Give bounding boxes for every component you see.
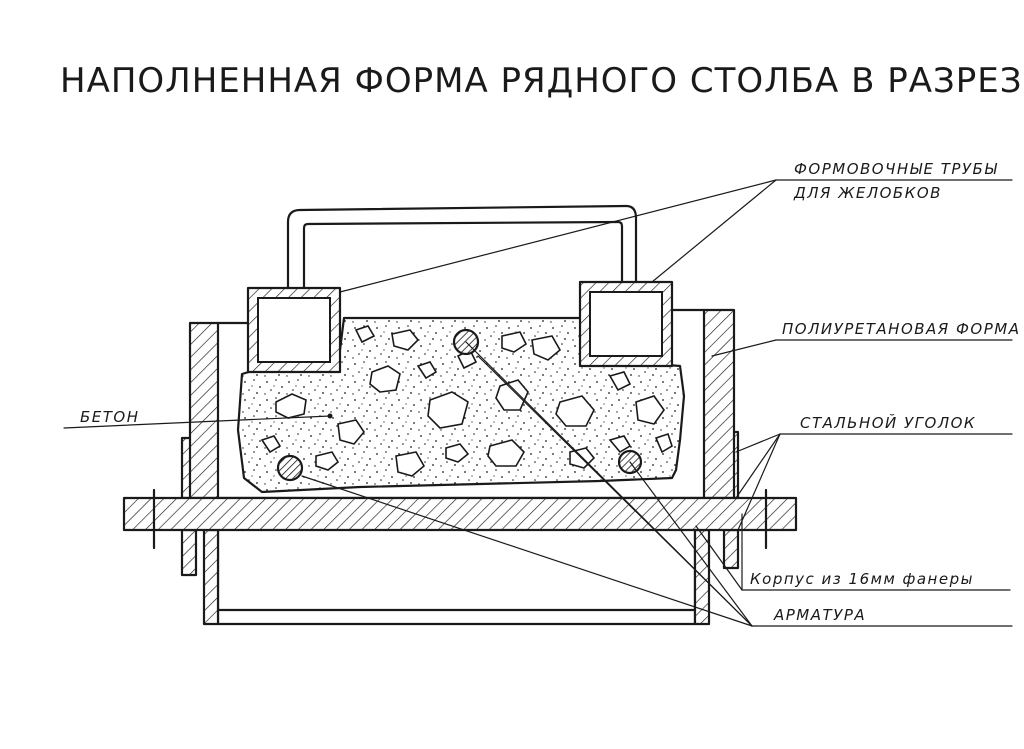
label-concrete: БЕТОН: [80, 408, 140, 426]
diagram-title: НАПОЛНЕННАЯ ФОРМА РЯДНОГО СТОЛБА В РАЗРЕ…: [60, 61, 1024, 101]
leader-lines: [63, 179, 1013, 627]
forming-pipe-left: [246, 286, 342, 374]
forming-pipe-loop: [286, 204, 638, 290]
label-plywood-body: Корпус из 16мм фанеры: [750, 570, 974, 588]
label-forming-pipes-line2: ДЛЯ ЖЕЛОБКОВ: [793, 184, 942, 202]
label-forming-pipes-line1: ФОРМОВОЧНЫЕ ТРУБЫ: [794, 160, 998, 178]
rebar-left: [276, 454, 304, 482]
plywood-body: [202, 528, 711, 626]
label-steel-angle: СТАЛЬНОЙ УГОЛОК: [800, 413, 976, 432]
plywood-board: [122, 488, 798, 550]
label-rebar: АРМАТУРА: [773, 606, 866, 624]
forming-pipe-right: [578, 280, 674, 368]
label-polyurethane-form: ПОЛИУРЕТАНОВАЯ ФОРМА: [782, 320, 1020, 338]
